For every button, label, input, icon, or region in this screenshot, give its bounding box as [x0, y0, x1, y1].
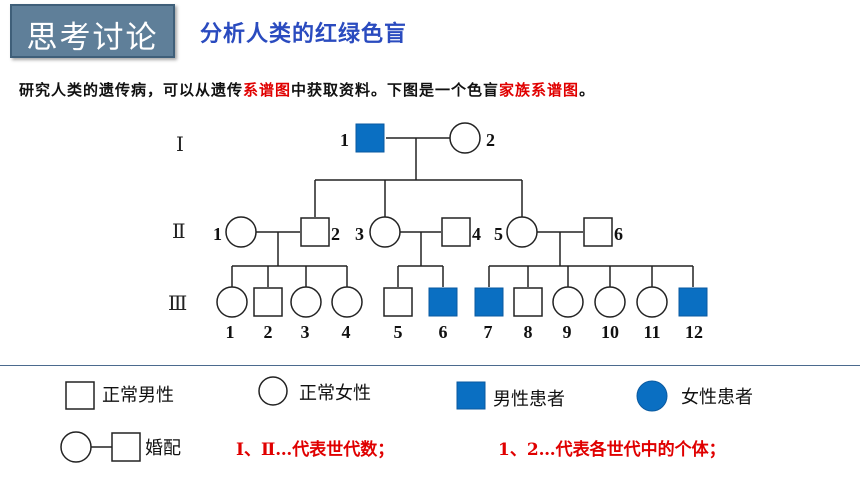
legend-affected-male-label: 男性患者: [493, 389, 565, 410]
gen2-individual-1-normal-female: [225, 216, 257, 248]
legend-marriage-female-symbol: [60, 431, 92, 463]
generation-label-3: Ⅲ: [168, 291, 187, 315]
gen3-label-10: 10: [601, 322, 619, 342]
gen1-label-2: 2: [486, 130, 495, 150]
gen3-individual-7-affected-male: [474, 287, 504, 317]
intro-highlight-family-pedigree: 家族系谱图: [499, 81, 580, 99]
gen3-individual-4-normal-female: [331, 286, 363, 318]
gen3-label-8: 8: [524, 322, 533, 342]
gen2-individual-2-normal-male: [300, 217, 330, 247]
gen1-individual-2-normal-female: [449, 122, 481, 154]
gen3-individual-9-normal-female: [552, 286, 584, 318]
gen2-individual-4-normal-male: [441, 217, 471, 247]
gen3-label-12: 12: [685, 322, 703, 342]
legend-affected-female-label: 女性患者: [681, 387, 753, 408]
gen2-label-6: 6: [614, 224, 623, 244]
header: 思考讨论 分析人类的红绿色盲: [0, 0, 860, 62]
gen3-label-7: 7: [484, 322, 493, 342]
page-title: 思考讨论: [26, 20, 159, 56]
legend-marriage-label: 婚配: [145, 438, 181, 459]
gen2-label-1: 1: [213, 224, 222, 244]
gen3-label-4: 4: [342, 322, 351, 342]
legend-affected-male-symbol: [456, 381, 486, 410]
legend-individual-note: 1、2…代表各世代中的个体；: [498, 439, 726, 460]
generation-label-1: Ⅰ: [176, 132, 184, 156]
gen3-label-1: 1: [226, 322, 235, 342]
gen2-label-5: 5: [494, 224, 503, 244]
gen3-label-3: 3: [301, 322, 310, 342]
gen2-individual-6-normal-male: [583, 217, 613, 247]
gen1-individual-1-affected-male: [355, 123, 385, 153]
gen3-label-9: 9: [563, 322, 572, 342]
gen3-individual-10-normal-female: [594, 286, 626, 318]
gen3-label-6: 6: [439, 322, 448, 342]
page-subtitle: 分析人类的红绿色盲: [200, 22, 408, 47]
intro-highlight-pedigree: 系谱图: [243, 81, 292, 99]
intro-part3: 。: [579, 81, 596, 99]
intro-part1: 研究人类的遗传病，可以从遗传: [19, 81, 244, 99]
title-box: 思考讨论: [10, 4, 175, 58]
gen3-label-5: 5: [394, 322, 403, 342]
gen3-individual-11-normal-female: [636, 286, 668, 318]
pedigree-lines: [231, 137, 694, 287]
gen3-label-11: 11: [643, 322, 660, 342]
legend-normal-female-symbol: [258, 376, 288, 406]
legend-generation-note: Ⅰ、Ⅱ…代表世代数；: [236, 439, 394, 460]
gen3-individual-1-normal-female: [216, 286, 248, 318]
section-divider: [0, 365, 860, 366]
gen2-label-2: 2: [331, 224, 340, 244]
intro-text: 研究人类的遗传病，可以从遗传系谱图中获取资料。下图是一个色盲家族系谱图。: [19, 79, 595, 100]
intro-part2: 中获取资料。下图是一个色盲: [291, 81, 500, 99]
gen3-individual-6-affected-male: [428, 287, 458, 317]
gen3-individual-12-affected-male: [678, 287, 708, 317]
gen3-individual-3-normal-female: [290, 286, 322, 318]
legend-marriage-male-symbol: [111, 432, 141, 462]
legend-affected-female-symbol: [636, 380, 668, 412]
gen2-label-3: 3: [355, 224, 364, 244]
legend-normal-female-label: 正常女性: [299, 383, 371, 404]
generation-label-2: Ⅱ: [172, 219, 186, 243]
gen3-individual-8-normal-male: [513, 287, 543, 317]
gen3-individual-5-normal-male: [383, 287, 413, 317]
legend-normal-male-symbol: [65, 381, 95, 410]
gen2-label-4: 4: [472, 224, 481, 244]
legend-normal-male-label: 正常男性: [102, 385, 174, 406]
gen2-individual-3-normal-female: [369, 216, 401, 248]
gen1-label-1: 1: [340, 130, 349, 150]
gen2-individual-5-normal-female: [506, 216, 538, 248]
gen3-individual-2-normal-male: [253, 287, 283, 317]
gen3-label-2: 2: [264, 322, 273, 342]
